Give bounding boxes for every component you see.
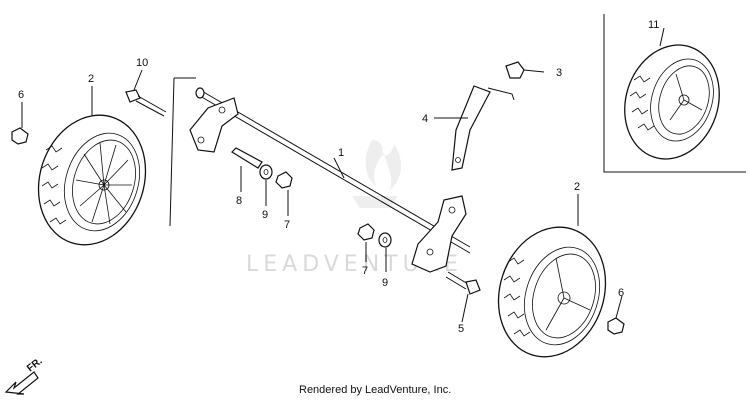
front-direction-arrow: FR. xyxy=(4,356,45,395)
callout-5: 5 xyxy=(458,323,464,335)
callout-10: 10 xyxy=(136,57,148,69)
callout-6-right: 6 xyxy=(618,287,624,299)
nut-6-left xyxy=(11,127,29,145)
nut-6-right xyxy=(607,317,625,335)
callout-8: 8 xyxy=(236,195,242,207)
callout-6-left: 6 xyxy=(18,89,24,101)
washer-9-lower xyxy=(378,232,392,248)
callout-2-left: 2 xyxy=(88,73,94,85)
bolt-5 xyxy=(445,271,481,295)
bolt-10 xyxy=(125,89,167,117)
wheel-left xyxy=(37,114,147,246)
callout-7-upper: 7 xyxy=(284,219,290,231)
callout-4: 4 xyxy=(422,113,428,125)
left-bracket xyxy=(189,97,239,153)
inset-frame xyxy=(603,14,746,173)
callout-9-lower: 9 xyxy=(382,277,388,289)
callout-9-upper: 9 xyxy=(262,209,268,221)
wheel-right xyxy=(497,226,607,358)
leader-lines xyxy=(21,27,665,323)
height-lever xyxy=(451,85,515,171)
washer-9-upper xyxy=(259,164,273,180)
callout-11: 11 xyxy=(648,19,659,31)
cap-part-3 xyxy=(505,61,525,79)
right-bracket xyxy=(411,195,467,273)
wheel-11 xyxy=(624,44,720,160)
nut-7-upper xyxy=(275,171,293,189)
axle-shaft xyxy=(195,87,471,254)
pin-8 xyxy=(231,147,263,169)
flame-logo-icon xyxy=(352,140,402,208)
callout-1: 1 xyxy=(338,147,344,159)
credit-text: Rendered by LeadVenture, Inc. xyxy=(299,384,451,396)
callout-2-right: 2 xyxy=(574,181,580,193)
direction-label: FR. xyxy=(25,356,45,375)
callout-7-lower: 7 xyxy=(362,265,368,277)
callout-3: 3 xyxy=(556,67,562,79)
callouts: 6 2 10 1 3 4 2 11 8 9 7 7 9 5 6 xyxy=(18,19,659,335)
nut-7-lower xyxy=(357,223,375,241)
